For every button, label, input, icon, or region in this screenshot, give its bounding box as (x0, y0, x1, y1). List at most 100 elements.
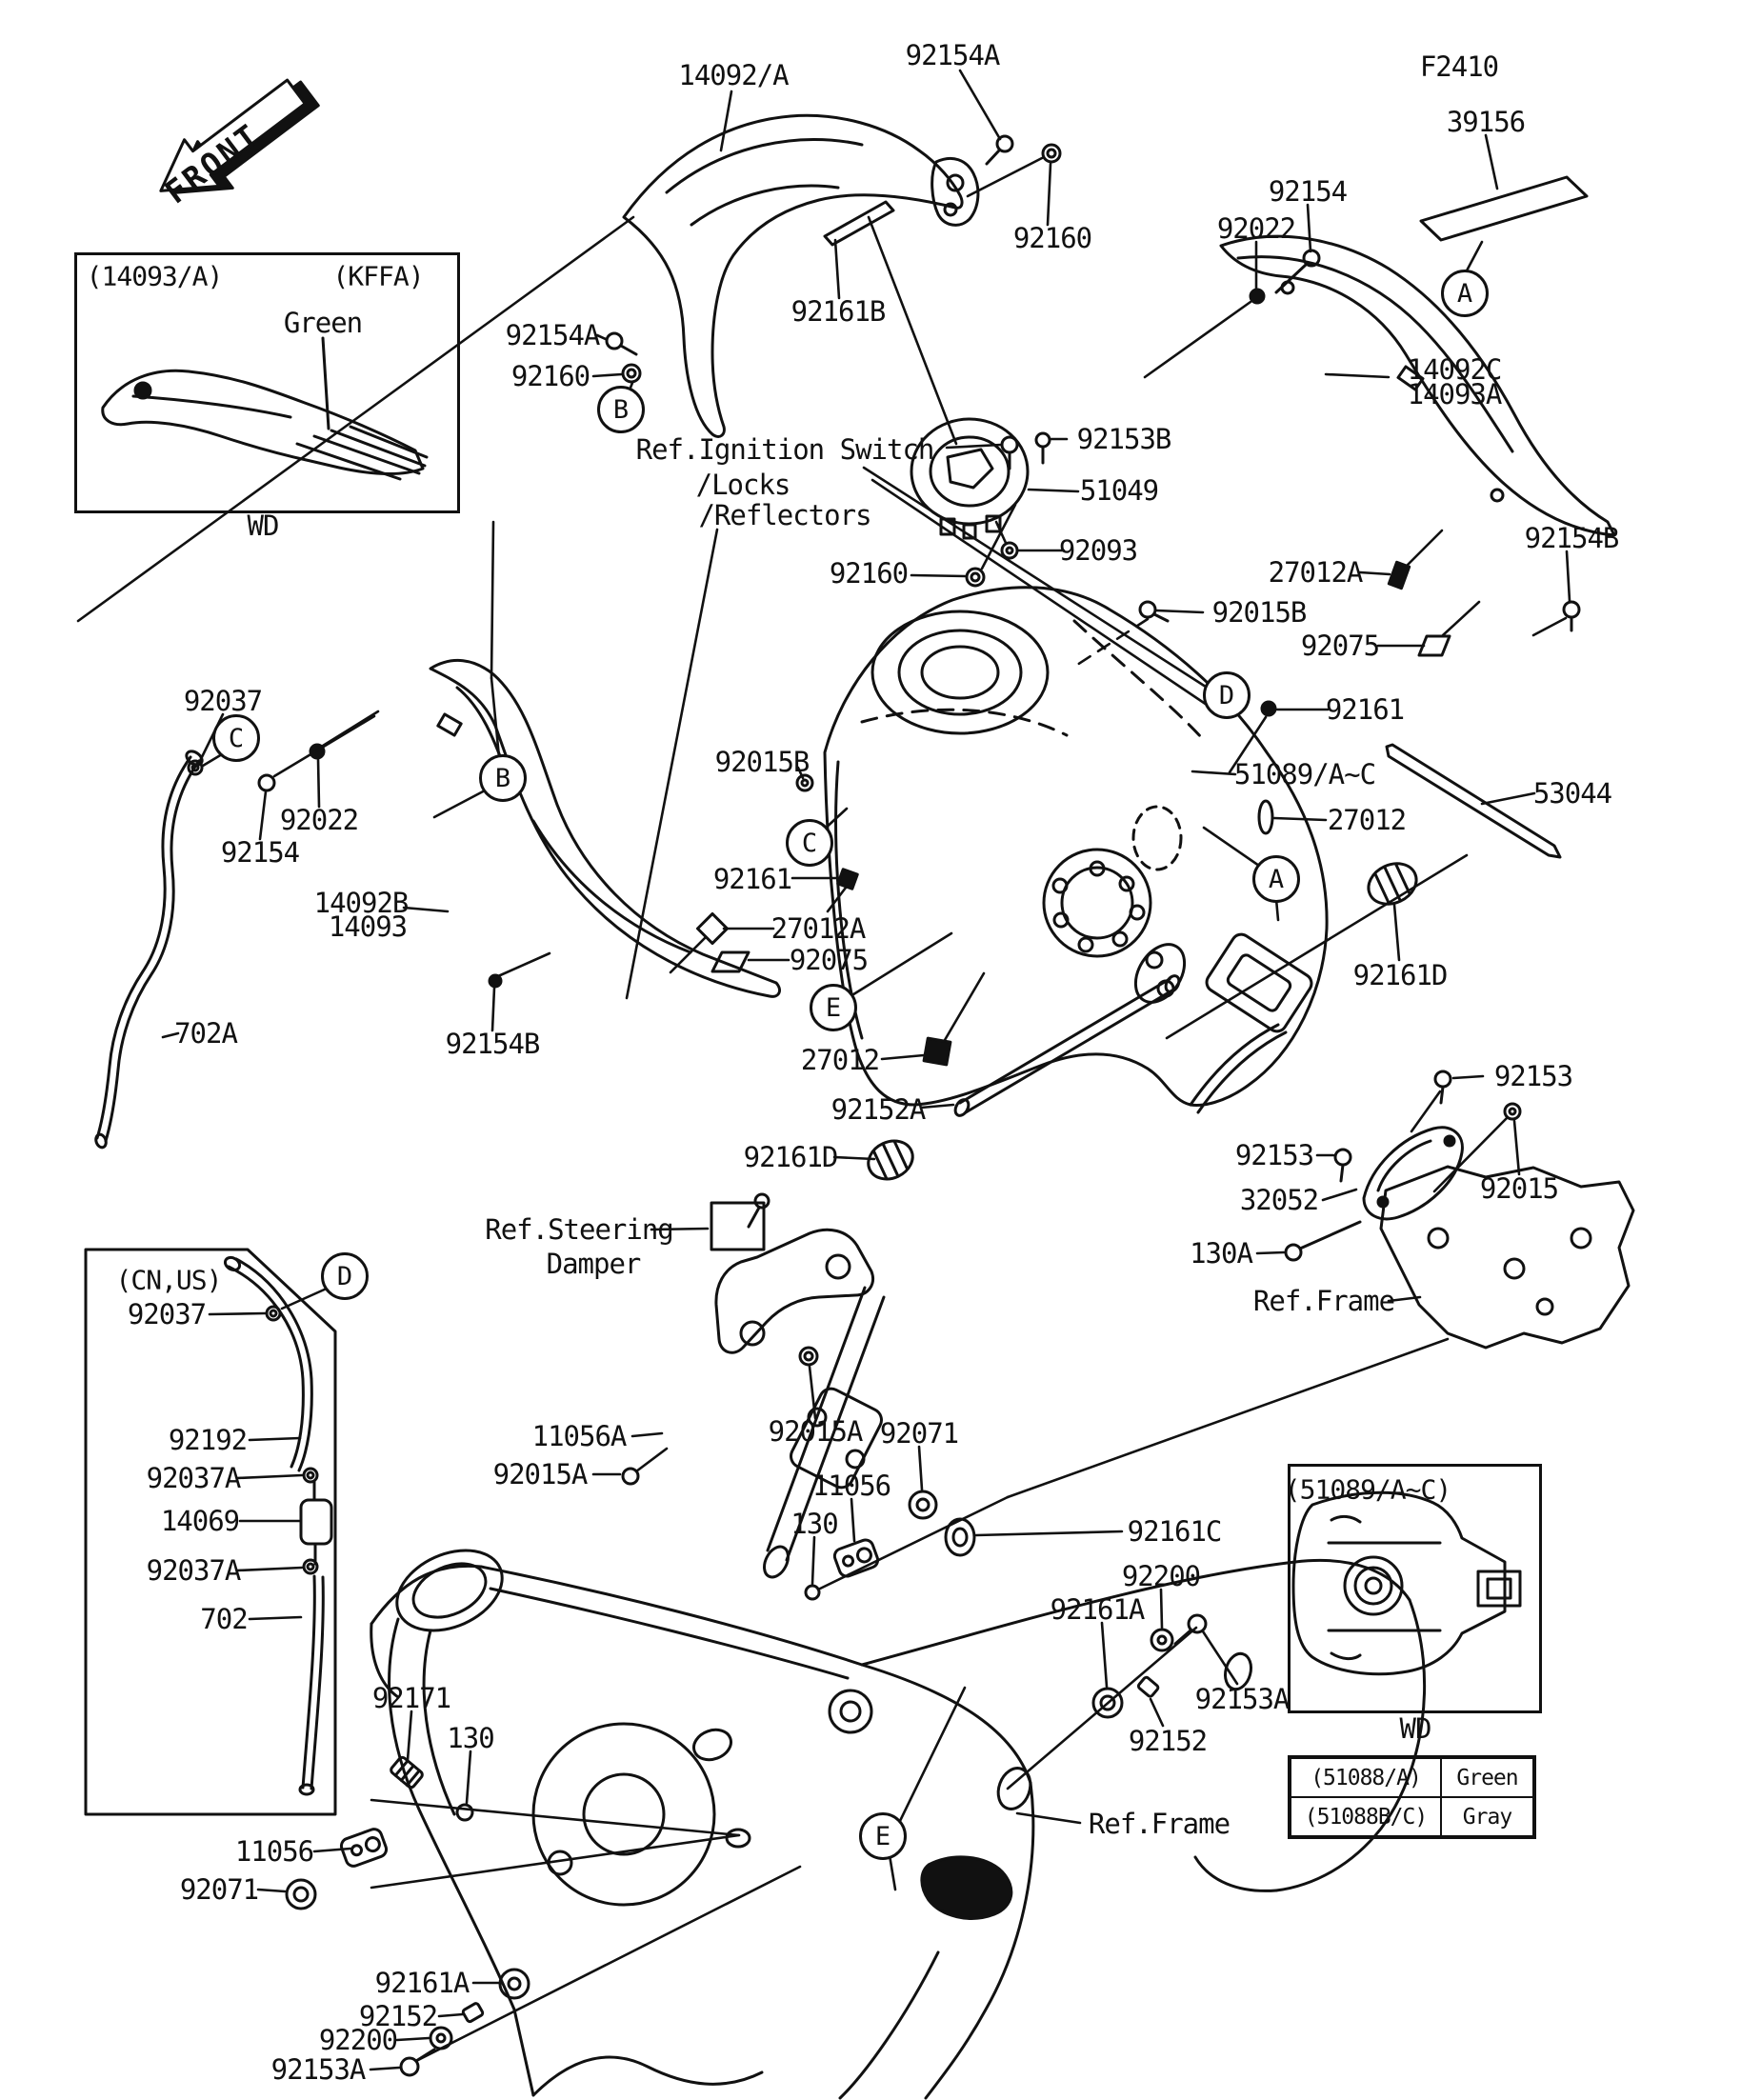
part-label-92071: 92071 (879, 1417, 959, 1450)
leader-lines (76, 69, 1571, 2071)
inset-caption-wd-bottomright: WD (1399, 1712, 1432, 1745)
color-table-code-row1: (51088/A) (1291, 1758, 1441, 1797)
front-arrow-icon (159, 78, 320, 194)
color-table-color-row2: Gray (1441, 1797, 1533, 1836)
part-label-27012a: 27012A (770, 912, 867, 945)
part-label-51049: 51049 (1079, 474, 1159, 507)
canister-hose-drawing (223, 1255, 333, 1796)
part-label-92200: 92200 (1121, 1560, 1201, 1592)
part-label-92154a: 92154A (905, 39, 1001, 71)
bracket-32052-drawing (1362, 1126, 1464, 1221)
part-label-92015b: 92015B (1211, 596, 1308, 629)
callout-d: D (1203, 671, 1251, 719)
hose-702a-drawing (94, 750, 204, 1150)
part-label-ref-frame: Ref.Frame (1252, 1285, 1395, 1317)
color-table-code-row2: (51088B/C) (1291, 1797, 1441, 1836)
part-label-702a: 702A (174, 1017, 238, 1050)
cn-us-box (84, 1248, 337, 1816)
part-label-27012: 27012 (800, 1044, 880, 1076)
part-label-92161a: 92161A (1050, 1593, 1146, 1626)
inset-tank-top-view-drawing (1291, 1490, 1522, 1676)
part-label-damper: Damper (546, 1248, 642, 1280)
steering-stem-drawing (710, 1201, 886, 1579)
part-label-92161a: 92161A (374, 1967, 470, 1999)
part-label-92161: 92161 (712, 863, 792, 895)
part-label-ref-ignition-switch: Ref.Ignition Switch (635, 433, 935, 466)
part-label-92152: 92152 (358, 2000, 438, 2032)
part-label-14092-a: 14092/A (678, 59, 789, 91)
inset-title-kffa: (KFFA) (332, 260, 424, 292)
part-label-92192: 92192 (168, 1424, 248, 1456)
frame-drawing (370, 1549, 1427, 2100)
part-label-11056: 11056 (234, 1835, 314, 1868)
part-label-92152: 92152 (1128, 1725, 1208, 1757)
callout-c: C (786, 819, 833, 867)
part-label-92161: 92161 (1325, 693, 1405, 726)
part-label-14092b: 14092B (313, 887, 410, 919)
part-label-130: 130 (447, 1722, 494, 1754)
inset-panel-14093-drawing (101, 336, 429, 481)
part-label-92161d: 92161D (1352, 959, 1449, 991)
part-label-92015: 92015 (1479, 1172, 1559, 1205)
callout-a: A (1252, 855, 1300, 903)
trim-strip-53044-drawing (1385, 743, 1562, 859)
part-label-locks: /Locks (695, 469, 791, 501)
part-label-ref-steering: Ref.Steering (485, 1213, 674, 1246)
part-label-92153: 92153 (1493, 1060, 1573, 1092)
sheet-code: F2410 (1419, 50, 1499, 83)
color-table-color-row1: Green (1441, 1758, 1533, 1797)
part-label-27012: 27012 (1327, 804, 1407, 836)
callout-a: A (1441, 270, 1489, 317)
top-fairing-drawing (622, 113, 980, 438)
inset-caption-wd-topleft: WD (247, 510, 280, 542)
fuel-tank-drawing (823, 586, 1329, 1114)
callout-d: D (321, 1252, 369, 1300)
part-label-92200: 92200 (318, 2024, 398, 2056)
part-label-14093a: 14093A (1407, 378, 1503, 410)
part-label-92161c: 92161C (1127, 1515, 1223, 1548)
sticker-39156-drawing (1419, 175, 1589, 242)
part-label-130: 130 (790, 1508, 838, 1540)
part-label-92022: 92022 (1216, 212, 1296, 245)
part-label-92093: 92093 (1058, 534, 1138, 567)
callout-b: B (597, 386, 645, 433)
part-label-702: 702 (200, 1603, 248, 1635)
part-label-92154b: 92154B (1524, 522, 1620, 554)
part-label-14092c: 14092C (1407, 353, 1503, 386)
part-label-92161d: 92161D (743, 1141, 839, 1173)
fastener-glyphs (187, 134, 1581, 2077)
inset-box-51089 (1288, 1464, 1542, 1713)
part-label-92071: 92071 (179, 1873, 259, 1906)
part-label-92015a: 92015A (492, 1458, 589, 1490)
part-label-92160: 92160 (1012, 222, 1092, 254)
callout-e: E (810, 984, 857, 1031)
part-label-39156: 39156 (1446, 106, 1526, 138)
part-label-92015b: 92015B (714, 746, 810, 778)
part-label-92153a: 92153A (1194, 1683, 1291, 1715)
part-label-92154a: 92154A (505, 319, 601, 351)
part-label-92171: 92171 (371, 1682, 451, 1714)
part-label-92037a: 92037A (146, 1554, 242, 1587)
part-label-92037a: 92037A (146, 1462, 242, 1494)
part-label-reflectors: /Reflectors (698, 499, 871, 531)
part-label-92154: 92154 (1268, 175, 1348, 208)
callout-c: C (212, 714, 260, 762)
part-label-32052: 32052 (1239, 1184, 1319, 1216)
part-label-92037: 92037 (183, 685, 263, 717)
part-label-92160: 92160 (829, 557, 909, 590)
part-label-92154b: 92154B (445, 1028, 541, 1060)
part-label-92075: 92075 (789, 944, 869, 976)
part-label-92015a: 92015A (768, 1415, 864, 1448)
part-label-27012a: 27012A (1268, 556, 1364, 589)
part-label-92161b: 92161B (790, 295, 887, 328)
part-label-51089-a~c: 51089/A~C (1233, 758, 1376, 790)
inset-title-14093: (14093/A) (86, 260, 224, 292)
inset-box-14093 (74, 252, 460, 513)
part-label-92022: 92022 (279, 804, 359, 836)
callout-e: E (859, 1812, 907, 1860)
inset-title-51089: (51089/A~C) (1284, 1473, 1451, 1506)
part-label-11056a: 11056A (531, 1420, 628, 1452)
part-label-92037: 92037 (127, 1298, 207, 1330)
part-label-92153b: 92153B (1076, 423, 1172, 455)
